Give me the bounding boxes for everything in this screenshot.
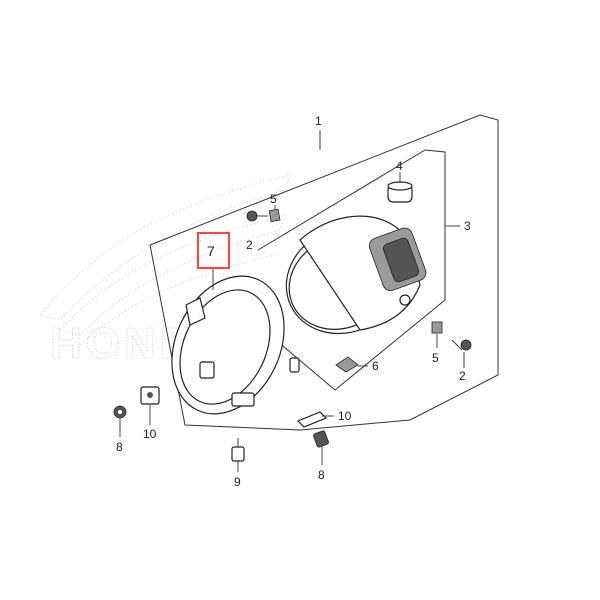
- screw-2-upper: [246, 210, 268, 222]
- callout-9: 9: [234, 475, 241, 489]
- callout-4: 4: [396, 159, 403, 173]
- clip-6: [335, 356, 359, 373]
- callout-3: 3: [464, 219, 471, 233]
- screw-8-left: [113, 405, 127, 419]
- screw-2-lower: [451, 339, 472, 351]
- callout-7: 7: [207, 243, 215, 259]
- callout-6: 6: [372, 359, 379, 373]
- highlight-box: [196, 231, 231, 270]
- clip-10-left: [140, 386, 160, 405]
- callout-2-lower: 2: [459, 369, 466, 383]
- callout-8-left: 8: [116, 440, 123, 454]
- nut-5-lower: [431, 321, 443, 334]
- nut-5-upper: [268, 208, 281, 223]
- callout-1: 1: [315, 114, 322, 128]
- bulb-part: [387, 181, 413, 203]
- assembly-outline: [149, 114, 499, 431]
- callout-10-right: 10: [338, 409, 352, 423]
- clip-10-right: [296, 411, 328, 428]
- bolt-9: [231, 438, 245, 462]
- callout-5-lower: 5: [432, 351, 439, 365]
- headlight-rim: [171, 275, 300, 415]
- callout-8-right: 8: [318, 468, 325, 482]
- headlight-body: [285, 215, 427, 335]
- callout-5-upper: 5: [270, 192, 277, 206]
- callout-10-left: 10: [143, 427, 157, 441]
- callout-2-upper: 2: [246, 238, 253, 252]
- screw-8-right: [313, 430, 329, 448]
